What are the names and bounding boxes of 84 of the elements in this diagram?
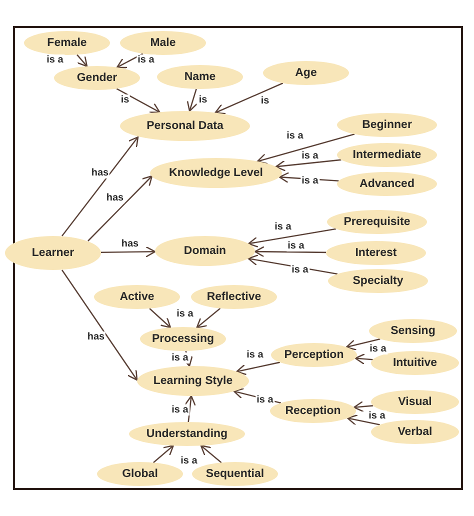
arrow xyxy=(61,270,138,381)
arrow xyxy=(248,228,336,248)
node-label: Name xyxy=(184,71,216,83)
arrow xyxy=(149,308,172,328)
node-label: Domain xyxy=(184,245,226,257)
edge-label: is a xyxy=(170,404,190,416)
ellipse-node xyxy=(150,158,282,188)
node-label: Visual xyxy=(398,396,432,408)
node-label: Processing xyxy=(152,333,214,345)
edge-label: has xyxy=(86,332,106,342)
arrow xyxy=(88,175,153,242)
edge-label: is a xyxy=(176,308,194,320)
arrow xyxy=(236,362,280,376)
edge-label: is a xyxy=(256,394,274,406)
arrow xyxy=(256,134,355,164)
node-label: Sensing xyxy=(390,325,436,337)
node-label: Beginner xyxy=(362,119,412,131)
node-label: Verbal xyxy=(398,426,432,438)
ellipse-node xyxy=(271,343,357,367)
arrow xyxy=(152,445,174,464)
node-label: Sequential xyxy=(206,468,264,480)
edge-label: is a xyxy=(246,350,264,360)
ellipse-node xyxy=(327,210,427,234)
edge-label: is a xyxy=(300,176,320,186)
edge-label: is a xyxy=(368,410,386,422)
node-label: Gender xyxy=(76,72,118,84)
edge-label: is a xyxy=(180,456,198,466)
edge-label: is xyxy=(260,96,270,106)
ellipse-node xyxy=(270,399,356,423)
edge-label: is a xyxy=(300,150,320,162)
node-label: Female xyxy=(47,37,87,49)
arrow xyxy=(184,395,196,422)
arrow xyxy=(254,246,326,258)
edge-label: is a xyxy=(368,344,388,354)
node-label: Knowledge Level xyxy=(169,167,263,179)
node-label: Specialty xyxy=(352,275,404,287)
edge-label: is xyxy=(120,94,130,106)
node-label: Personal Data xyxy=(146,120,224,132)
ellipse-node xyxy=(328,269,428,293)
edge-label: has xyxy=(90,168,110,178)
ellipse-node xyxy=(137,366,249,396)
edge-label: is a xyxy=(46,54,64,66)
edge-label: is a xyxy=(274,222,292,232)
node-label: Male xyxy=(150,37,176,49)
edge-label: is xyxy=(198,94,208,106)
ellipse-node xyxy=(371,351,459,375)
arrow xyxy=(275,159,342,172)
node-label: Age xyxy=(295,67,317,79)
node-label: Prerequisite xyxy=(344,216,410,228)
node-label: Intuitive xyxy=(392,357,438,369)
arrow xyxy=(214,82,284,114)
node-label: Advanced xyxy=(360,178,414,190)
arrow xyxy=(61,136,139,236)
node-label: Active xyxy=(120,291,154,303)
edge-label: has xyxy=(120,238,140,250)
edge-label: has xyxy=(105,192,125,204)
edge-label: is a xyxy=(286,130,304,142)
ellipse-node xyxy=(155,236,255,266)
node-label: Learning Style xyxy=(153,375,233,387)
node-label: Intermediate xyxy=(352,149,422,161)
edge-label: is a xyxy=(286,240,306,252)
arrow xyxy=(353,400,374,412)
arrow xyxy=(116,53,144,68)
ellipse-node xyxy=(369,319,457,343)
node-label: Global xyxy=(122,468,158,480)
arrow xyxy=(346,338,380,351)
arrow xyxy=(196,308,221,328)
arrow xyxy=(354,353,373,365)
node-label: Perception xyxy=(284,349,344,361)
edge-label: is a xyxy=(136,54,156,66)
arrow xyxy=(248,254,338,275)
arrow xyxy=(76,54,88,67)
node-label: Learner xyxy=(32,247,74,259)
node-label: Reception xyxy=(285,405,341,417)
node-label: Reflective xyxy=(206,291,262,303)
arrow xyxy=(116,88,160,113)
arrow xyxy=(100,246,156,258)
node-label: Interest xyxy=(355,247,397,259)
arrow xyxy=(186,88,198,112)
arrow xyxy=(346,414,380,426)
ellipse-node xyxy=(371,420,459,444)
edge-label: is a xyxy=(170,352,190,364)
node-label: Understanding xyxy=(146,428,228,440)
edge-label: is a xyxy=(290,264,310,276)
